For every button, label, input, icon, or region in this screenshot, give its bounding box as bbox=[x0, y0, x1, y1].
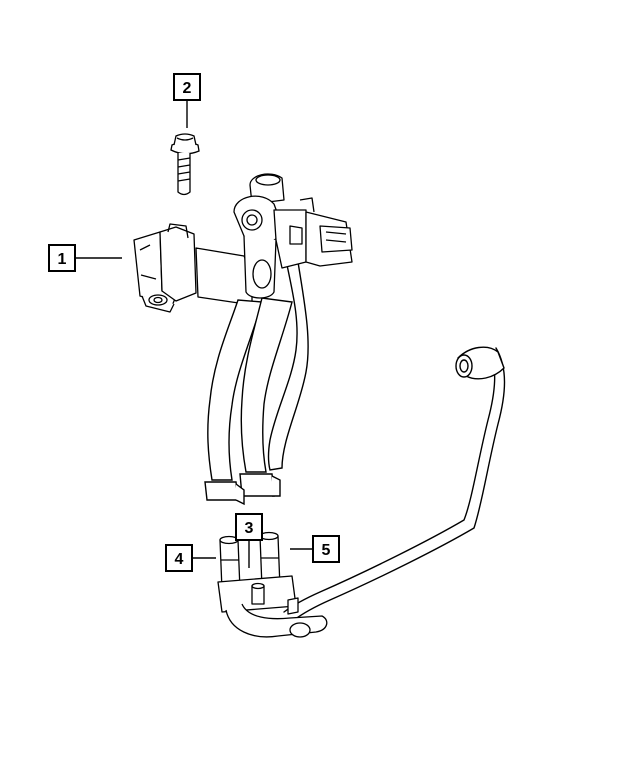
bracket-part bbox=[133, 223, 253, 313]
callout-1-label: 1 bbox=[58, 251, 67, 268]
callout-1[interactable]: 1 bbox=[48, 244, 76, 272]
callout-3-label: 3 bbox=[245, 520, 254, 537]
leader-lines bbox=[76, 101, 313, 568]
callout-5-label: 5 bbox=[322, 542, 331, 559]
hose-assembly bbox=[204, 259, 309, 506]
callout-2[interactable]: 2 bbox=[173, 73, 201, 101]
lower-connector bbox=[217, 531, 328, 638]
bolt-part bbox=[170, 133, 200, 196]
callout-4[interactable]: 4 bbox=[165, 544, 193, 572]
vapor-tube bbox=[283, 346, 506, 621]
callout-3[interactable]: 3 bbox=[235, 513, 263, 541]
callout-5[interactable]: 5 bbox=[312, 535, 340, 563]
valve-body bbox=[233, 173, 353, 299]
callout-2-label: 2 bbox=[183, 80, 192, 97]
callout-4-label: 4 bbox=[175, 551, 184, 568]
